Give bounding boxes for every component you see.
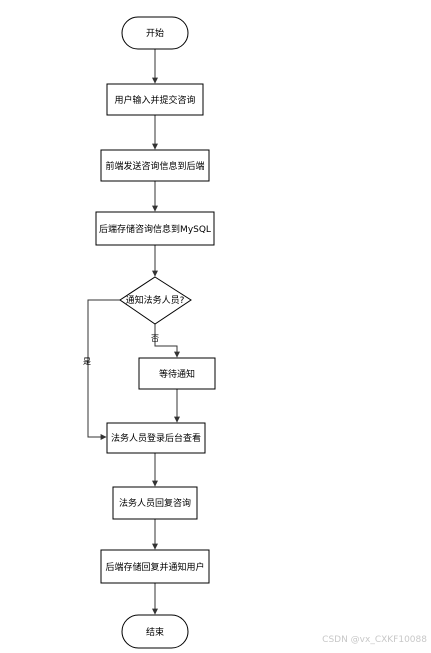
- node-wait: 等待通知: [138, 357, 216, 390]
- node-decision: 通知法务人员?: [119, 276, 192, 325]
- edges: [87, 49, 180, 615]
- node-legal-login-label: 法务人员登录后台查看: [111, 432, 201, 444]
- node-end-label: 结束: [146, 626, 164, 638]
- process-shape: [106, 83, 204, 116]
- process-shape: [138, 357, 216, 390]
- node-frontend-send: 前端发送咨询信息到后端: [100, 149, 210, 182]
- process-shape: [100, 149, 210, 182]
- process-shape: [112, 486, 198, 520]
- node-end: 结束: [121, 614, 189, 649]
- node-legal-login: 法务人员登录后台查看: [106, 422, 206, 454]
- watermark: CSDN @vx_CXKF10088: [322, 635, 427, 645]
- node-start-label: 开始: [146, 27, 164, 39]
- process-shape: [100, 549, 210, 584]
- process-shape: [95, 211, 215, 246]
- node-frontend-send-label: 前端发送咨询信息到后端: [105, 160, 204, 172]
- node-backend-notify-label: 后端存储回复并通知用户: [105, 561, 204, 573]
- node-backend-notify: 后端存储回复并通知用户: [100, 549, 210, 584]
- edge-label-yes: 是: [83, 357, 91, 366]
- node-decision-label: 通知法务人员?: [126, 294, 185, 306]
- node-user-submit: 用户输入并提交咨询: [106, 83, 204, 116]
- node-legal-reply: 法务人员回复咨询: [112, 486, 198, 520]
- node-backend-store: 后端存储咨询信息到MySQL: [95, 211, 215, 246]
- terminator-shape: [121, 16, 189, 50]
- node-legal-reply-label: 法务人员回复咨询: [119, 497, 191, 509]
- decision-diamond: [119, 276, 192, 325]
- node-user-submit-label: 用户输入并提交咨询: [114, 94, 195, 106]
- edge-label-no: 否: [151, 334, 159, 343]
- node-backend-store-label: 后端存储咨询信息到MySQL: [99, 223, 211, 235]
- terminator-shape: [121, 614, 189, 649]
- edge-decision-yes-to-legal-login: [87, 299, 120, 440]
- process-shape: [106, 422, 206, 454]
- edge-decision-no-to-wait: [154, 324, 180, 358]
- node-start: 开始: [121, 16, 189, 50]
- node-wait-label: 等待通知: [159, 368, 195, 380]
